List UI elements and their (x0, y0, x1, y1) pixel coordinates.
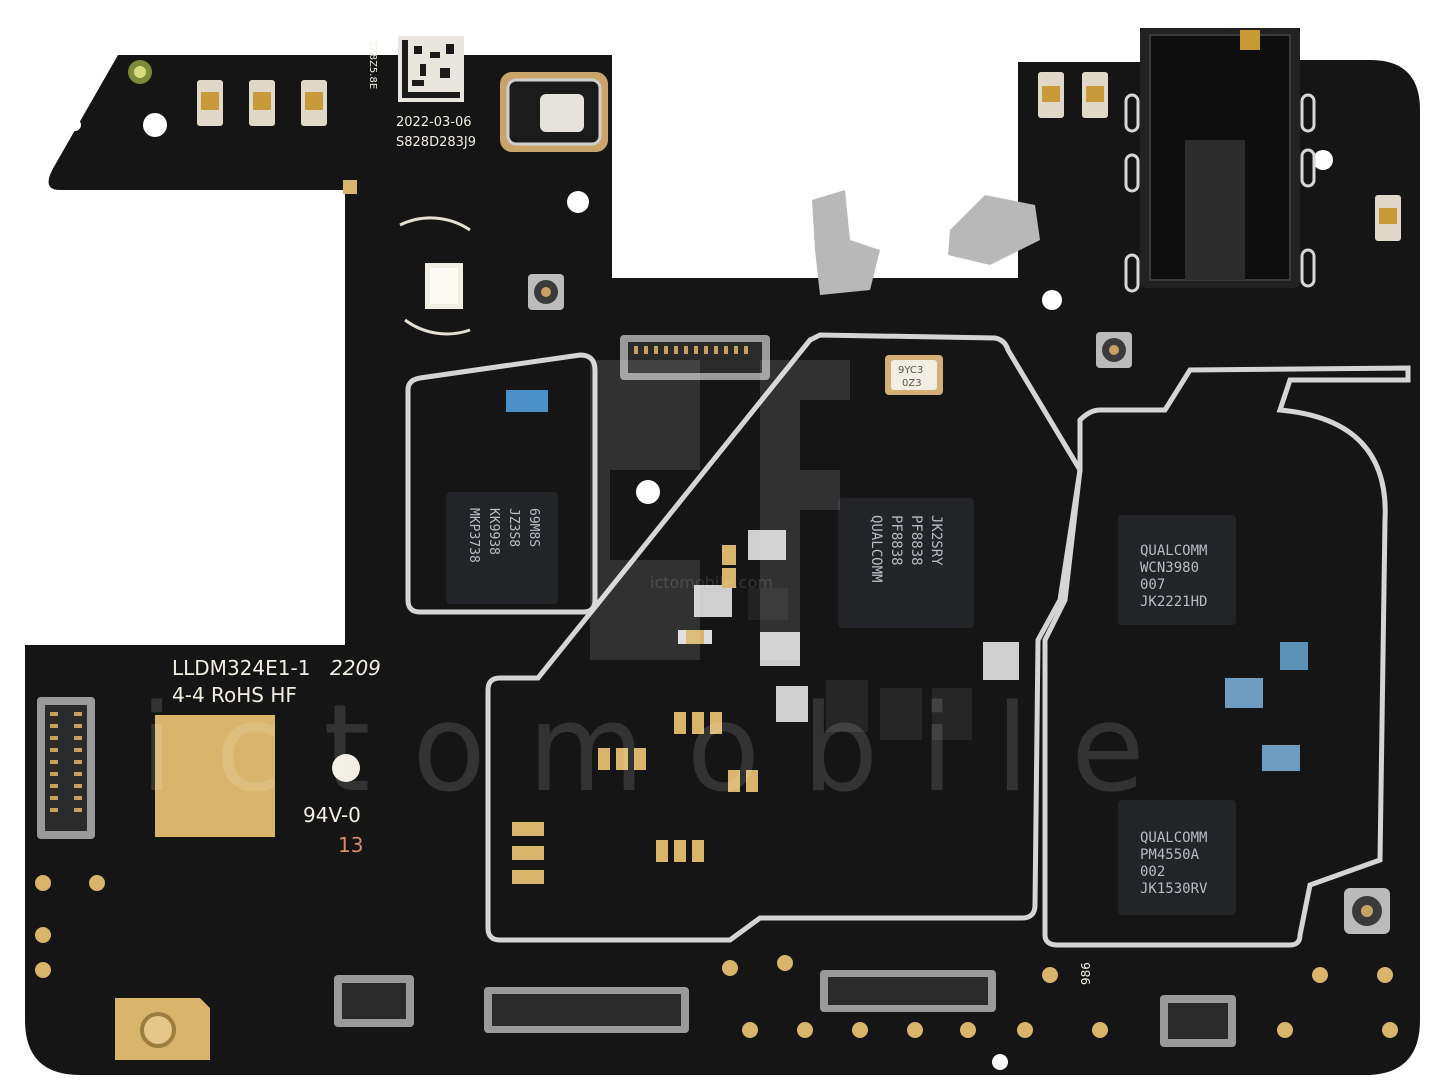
antenna-connector (1096, 332, 1132, 368)
antenna-connector (1344, 888, 1390, 934)
watermark-small-text: ictomobile.com (650, 573, 773, 592)
rf-chip-line: 69M8S (526, 508, 541, 547)
spring-contact (812, 190, 880, 295)
rf-chip-line: KK9938 (486, 508, 501, 555)
bottom-connector (1160, 995, 1236, 1047)
rf-chip-line: MKP3738 (466, 508, 481, 563)
pmic-chip (1118, 800, 1236, 915)
date-code: 2022-03-06 (396, 115, 472, 130)
spring-contact (948, 195, 1040, 265)
soc-chip-line: PF8838 (888, 515, 904, 566)
antenna-connector (528, 274, 564, 310)
power-inductors (694, 530, 1019, 740)
soc-chip (838, 498, 974, 628)
soc-chip-line: JK2SRY (928, 515, 944, 566)
rf-chip-line: JZ3S8 (506, 508, 521, 547)
soc-chip-line: PF8838 (908, 515, 924, 566)
datamatrix-text: ZZ8Z5.8E (367, 40, 378, 89)
watermark-logo (590, 360, 850, 660)
test-points (35, 875, 1398, 1038)
wcn-chip-line: JK2221HD (1140, 594, 1207, 610)
gold-test-pad (155, 715, 275, 837)
capacitors (512, 545, 758, 884)
serial-number: S828D283J9 (396, 135, 476, 150)
soc-chip-line: QUALCOMM (868, 515, 884, 582)
bottom-connector (820, 970, 996, 1012)
mount-hole (992, 1054, 1008, 1070)
mount-hole (1313, 150, 1333, 170)
flammability-rating: 94V-0 (303, 803, 361, 827)
pmic-chip-line: 002 (1140, 864, 1165, 880)
bottom-connector (334, 975, 414, 1027)
wcn-chip-line: 007 (1140, 577, 1165, 593)
watermark-text: ictomobile (140, 680, 1187, 819)
layer-count: 13 (338, 833, 363, 857)
pmic-chip-line: QUALCOMM (1140, 830, 1207, 846)
mount-hole (143, 113, 167, 137)
shield-frame-right (1042, 365, 1411, 948)
crystal-marking-bottom: 0Z3 (902, 378, 922, 389)
wcn-chip (1118, 515, 1236, 625)
wcn-chip-line: QUALCOMM (1140, 543, 1207, 559)
week-code: 2209 (330, 656, 381, 680)
part-marking: 986 (1079, 962, 1093, 985)
mount-hole (636, 480, 660, 504)
model-marking: LLDM324E1-1 (172, 656, 310, 680)
mount-hole (1042, 290, 1062, 310)
bottom-connector (484, 987, 689, 1033)
crystal-marking-top: 9YC3 (898, 365, 923, 376)
pmic-chip-line: PM4550A (1140, 847, 1200, 863)
mount-hole (69, 119, 81, 131)
wcn-chip-line: WCN3980 (1140, 560, 1199, 576)
rohs-marking: 4-4 RoHS HF (172, 683, 297, 707)
shield-frame-left (405, 352, 598, 615)
shield-frame-center (485, 332, 1083, 943)
rf-transceiver-chip (446, 492, 558, 604)
pmic-chip-line: JK1530RV (1140, 881, 1208, 897)
mount-hole (567, 191, 589, 213)
